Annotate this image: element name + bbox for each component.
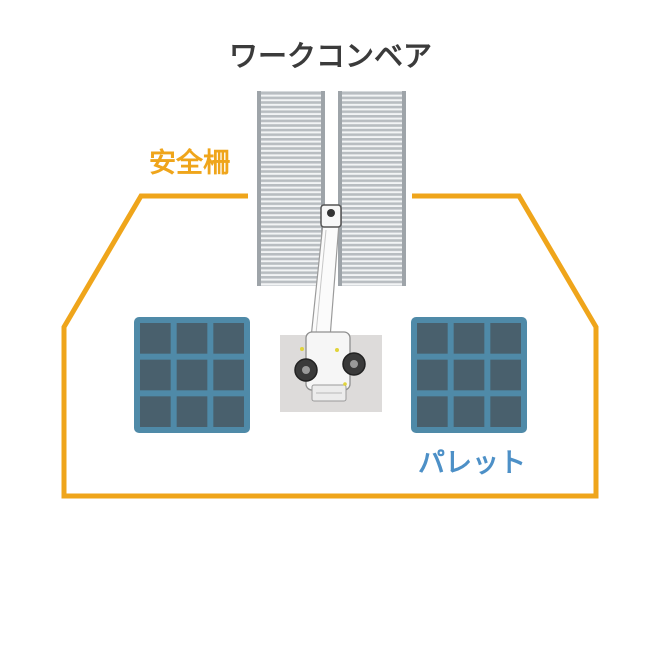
pallet-left: [134, 317, 250, 433]
pallet-cell: [417, 359, 448, 391]
safety-fence: [61, 193, 599, 499]
pallet-cell: [490, 359, 521, 391]
pallets: [134, 317, 527, 433]
pallet-cell: [213, 396, 244, 427]
work-conveyor-right: [338, 91, 406, 286]
pallet-cell: [213, 323, 244, 354]
pallet-cell: [140, 396, 171, 427]
pallet-cell: [453, 396, 485, 427]
pallet-cell: [490, 323, 521, 354]
pallet-label: パレット: [418, 448, 526, 479]
pallet-right: [411, 317, 527, 433]
work-conveyor-label: ワークコンベア: [229, 39, 433, 73]
work-conveyor-left: [257, 91, 325, 286]
pallet-cell: [176, 323, 208, 354]
pallet-cell: [213, 359, 244, 391]
pallet-cell: [140, 323, 171, 354]
pallet-cell: [176, 396, 208, 427]
pallet-cell: [140, 359, 171, 391]
pallet-cell: [453, 323, 485, 354]
pallet-cell: [176, 359, 208, 391]
pallet-cell: [453, 359, 485, 391]
pallet-cell: [417, 323, 448, 354]
palletizing-robot: [280, 204, 382, 412]
pallet-cell: [417, 396, 448, 427]
pallet-cell: [490, 396, 521, 427]
safety-fence-label: 安全柵: [149, 148, 230, 179]
